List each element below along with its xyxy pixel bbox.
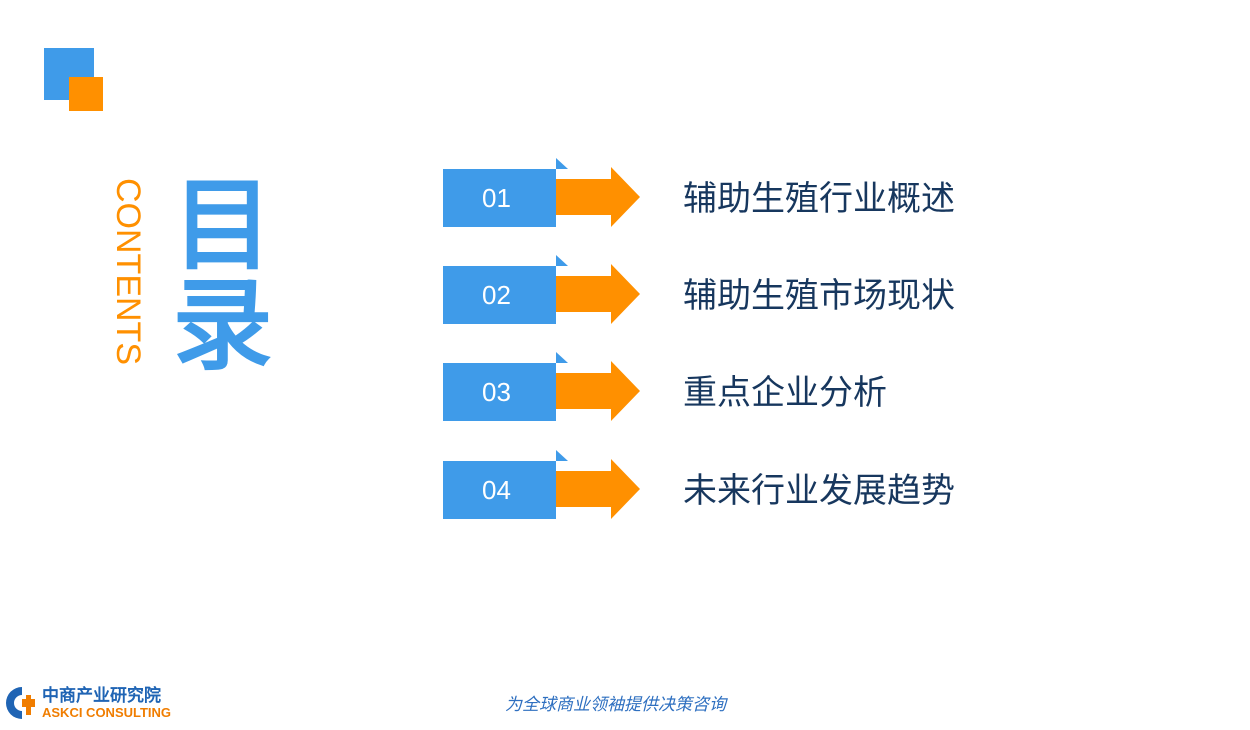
toc-item-label: 未来行业发展趋势: [683, 471, 955, 511]
arrow-right-icon: [556, 167, 640, 227]
fold-tab-decoration: [556, 450, 568, 461]
toc-item-3[interactable]: 03 重点企业分析: [440, 349, 1000, 421]
title-english: CONTENTS: [109, 178, 147, 365]
toc-item-label: 重点企业分析: [683, 373, 887, 413]
toc-item-1[interactable]: 01 辅助生殖行业概述: [440, 155, 1000, 227]
arrow-right-icon: [556, 459, 640, 519]
footer-slogan: 为全球商业领袖提供决策咨询: [505, 695, 726, 715]
toc-item-2[interactable]: 02 辅助生殖市场现状: [440, 252, 1000, 324]
toc-number-badge: 02: [443, 266, 556, 324]
company-logo: 中商产业研究院 ASKCI CONSULTING: [5, 685, 195, 725]
arrow-right-icon: [556, 264, 640, 324]
fold-tab-decoration: [556, 158, 568, 169]
arrow-right-icon: [556, 361, 640, 421]
toc-item-label: 辅助生殖行业概述: [683, 179, 955, 219]
logo-english-name: ASKCI CONSULTING: [42, 705, 172, 720]
fold-tab-decoration: [556, 255, 568, 266]
askci-logo-icon: [6, 687, 35, 719]
toc-item-4[interactable]: 04 未来行业发展趋势: [440, 447, 1000, 519]
page-title: 目录: [155, 172, 272, 372]
toc-number-badge: 04: [443, 461, 556, 519]
toc-number-badge: 01: [443, 169, 556, 227]
toc-item-label: 辅助生殖市场现状: [683, 276, 955, 316]
toc-number-badge: 03: [443, 363, 556, 421]
fold-tab-decoration: [556, 352, 568, 363]
logo-chinese-name: 中商产业研究院: [42, 686, 161, 706]
corner-decoration-orange: [69, 77, 103, 111]
